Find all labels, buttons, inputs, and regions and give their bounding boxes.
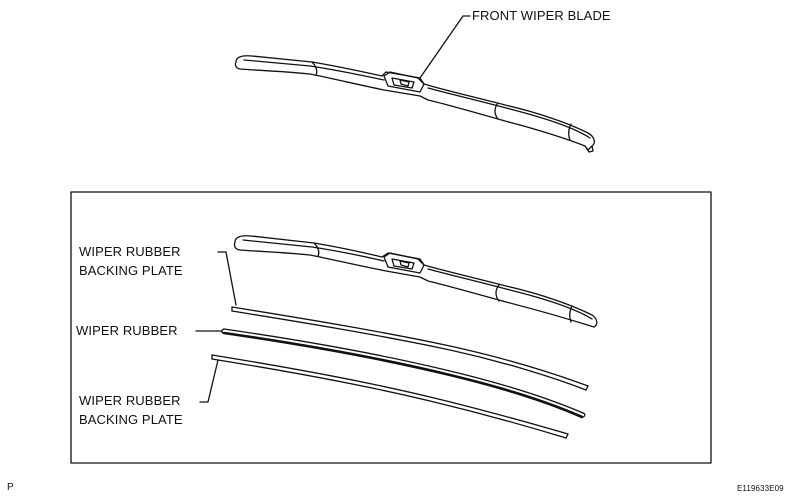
exploded-view-frame bbox=[70, 191, 712, 464]
upper-backing-plate-label-line2: BACKING PLATE bbox=[79, 263, 183, 278]
lower-backing-plate-leader bbox=[199, 359, 219, 403]
front-wiper-blade-label: FRONT WIPER BLADE bbox=[472, 8, 611, 23]
upper-backing-plate-label-line1: WIPER RUBBER bbox=[79, 244, 181, 259]
figure-code: E119633E09 bbox=[737, 484, 784, 493]
page-letter: P bbox=[7, 482, 14, 493]
lower-backing-plate-label-line2: BACKING PLATE bbox=[79, 412, 183, 427]
lower-backing-plate-drawing bbox=[211, 354, 569, 439]
upper-backing-plate-drawing bbox=[231, 306, 589, 391]
wiper-rubber-label: WIPER RUBBER bbox=[76, 323, 178, 338]
upper-backing-plate-leader bbox=[217, 251, 237, 306]
front-wiper-blade-drawing bbox=[234, 55, 595, 153]
wiper-blade-body-drawing bbox=[233, 235, 598, 328]
lower-backing-plate-label-line1: WIPER RUBBER bbox=[79, 393, 181, 408]
front-wiper-blade-leader bbox=[419, 15, 471, 79]
wiper-rubber-drawing bbox=[221, 328, 586, 419]
